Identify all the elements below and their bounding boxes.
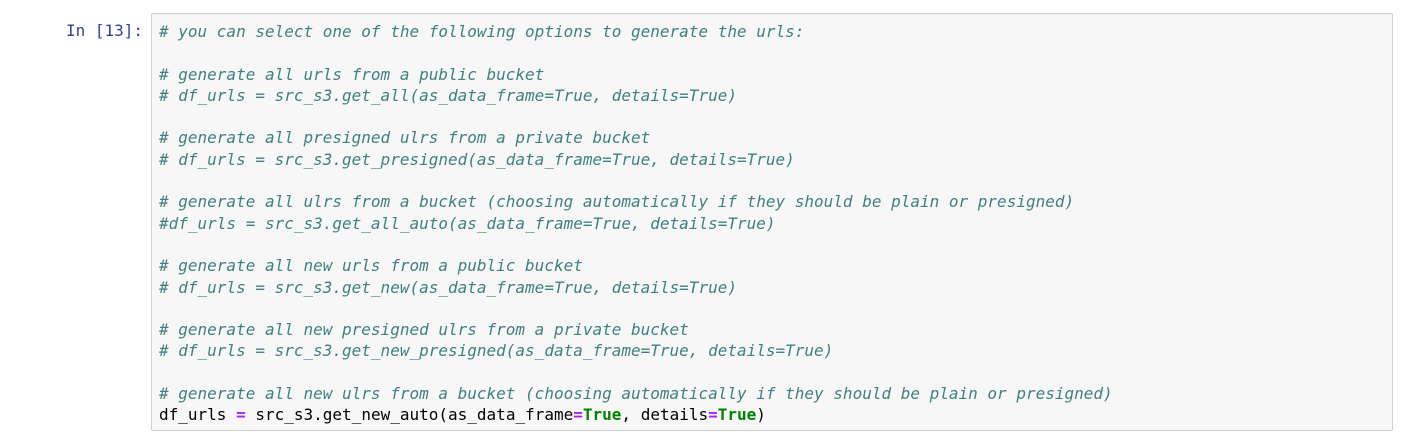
code-kwarg-name: , details [621, 405, 709, 425]
code-keyword-true: True [582, 405, 622, 425]
code-blank-line [159, 362, 1386, 383]
code-kwarg-operator: = [573, 405, 583, 425]
code-comment-line: # generate all new urls from a public bu… [159, 256, 583, 276]
code-call: src_s3.get_new_auto(as_data_frame [255, 405, 574, 425]
code-comment-line: # df_urls = src_s3.get_new_presigned(as_… [159, 341, 834, 361]
code-comment-line: # df_urls = src_s3.get_all(as_data_frame… [159, 85, 737, 105]
code-comment-line: # generate all urls from a public bucket [159, 64, 545, 84]
code-comment-line: # generate all ulrs from a bucket (choos… [159, 192, 1075, 212]
code-kwarg-operator: = [708, 405, 718, 425]
code-blank-line [159, 234, 1386, 255]
code-content[interactable]: # you can select one of the following op… [159, 21, 1386, 426]
cell-prompt: In [13]: [66, 21, 144, 40]
code-comment-line: # df_urls = src_s3.get_new(as_data_frame… [159, 277, 737, 297]
code-comment-line: # generate all new presigned ulrs from a… [159, 320, 689, 340]
code-comment-line: #df_urls = src_s3.get_all_auto(as_data_f… [159, 213, 776, 233]
code-blank-line [159, 42, 1386, 63]
code-close-paren: ) [756, 405, 766, 425]
code-editor[interactable]: # you can select one of the following op… [151, 13, 1393, 431]
code-comment-line: # df_urls = src_s3.get_presigned(as_data… [159, 149, 795, 169]
code-line-executable: df_urls = src_s3.get_new_auto(as_data_fr… [159, 404, 1386, 425]
code-comment-line: # generate all new ulrs from a bucket (c… [159, 384, 1113, 404]
code-blank-line [159, 106, 1386, 127]
code-blank-line [159, 298, 1386, 319]
code-assign-operator: = [236, 405, 246, 425]
code-comment-line: # you can select one of the following op… [159, 22, 805, 41]
code-blank-line [159, 170, 1386, 191]
code-keyword-true: True [717, 405, 757, 425]
code-comment-line: # generate all presigned ulrs from a pri… [159, 128, 651, 148]
code-variable: df_urls [159, 405, 227, 425]
